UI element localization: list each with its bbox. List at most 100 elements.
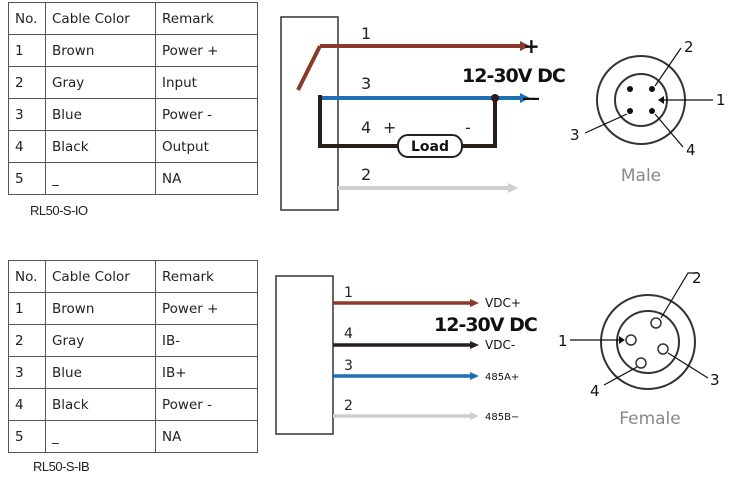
- arrow-head: [470, 372, 479, 380]
- supply-voltage-label: 12-30V DC: [462, 65, 565, 87]
- pin: [649, 86, 655, 92]
- table-row: 3 Blue IB+: [8, 356, 258, 389]
- wire-number: 4: [344, 326, 353, 342]
- header-cell: Cable Color: [45, 2, 156, 35]
- terminal-label: VDC+: [485, 296, 521, 310]
- table-header-row: No. Cable Color Remark: [8, 260, 258, 293]
- table-cell: 5: [8, 162, 46, 195]
- header-cell: No.: [8, 260, 46, 293]
- socket: [635, 357, 647, 369]
- pin-number: 2: [684, 38, 694, 56]
- table-cell: Power +: [155, 292, 258, 325]
- male-connector: 2 1 3 4 Male: [570, 38, 726, 186]
- table-cell: Black: [45, 130, 156, 163]
- pinout-table-ib: No. Cable Color Remark 1 Brown Power + 2…: [8, 260, 258, 453]
- connector-inner-ring: [616, 310, 680, 374]
- plus-sign: +: [523, 34, 540, 58]
- table-cell: _: [45, 162, 156, 195]
- load-label: Load: [411, 139, 449, 155]
- table-cell: NA: [155, 420, 258, 453]
- table-cell: Input: [155, 66, 258, 99]
- table-row: 3 Blue Power -: [8, 98, 258, 131]
- junction-dot: [491, 94, 499, 102]
- table-cell: Blue: [45, 98, 156, 131]
- table-row: 4 Black Output: [8, 130, 258, 163]
- socket: [625, 334, 637, 346]
- wire-number: 3: [361, 74, 371, 93]
- wire-number: 1: [344, 285, 353, 301]
- pin-number: 1: [558, 332, 568, 350]
- sensor-body: [275, 275, 334, 435]
- supply-voltage-label: 12-30V DC: [434, 314, 537, 336]
- switch-contact: [296, 45, 322, 91]
- pin-leader: [654, 47, 682, 87]
- wire-number: 4: [361, 118, 371, 137]
- table-caption: RL50-S-IB: [33, 459, 90, 474]
- socket: [657, 343, 669, 355]
- table-cell: Brown: [45, 34, 156, 67]
- table-row: 5 _ NA: [8, 420, 258, 453]
- load-box: [397, 134, 463, 158]
- arrow-head: [658, 96, 664, 104]
- pin-number: 4: [686, 141, 696, 159]
- table-cell: Power -: [155, 98, 258, 131]
- table-cell: Brown: [45, 292, 156, 325]
- arrow-head: [520, 93, 530, 103]
- table-cell: _: [45, 420, 156, 453]
- pin-number: 3: [710, 371, 720, 389]
- arrow-head: [470, 412, 479, 420]
- table-cell: 2: [8, 324, 46, 357]
- table-row: 4 Black Power -: [8, 388, 258, 421]
- table-row: 1 Brown Power +: [8, 292, 258, 325]
- arrow-head: [520, 41, 530, 51]
- table-cell: NA: [155, 162, 258, 195]
- wire-number: 2: [361, 165, 371, 184]
- arrow-head: [470, 341, 479, 349]
- arrow-head: [470, 299, 479, 307]
- minus-sign: —: [522, 88, 540, 109]
- table-cell: 5: [8, 420, 46, 453]
- table-cell: 4: [8, 388, 46, 421]
- table-cell: Power +: [155, 34, 258, 67]
- table-cell: Output: [155, 130, 258, 163]
- header-cell: Remark: [155, 260, 258, 293]
- pin-leader: [667, 352, 709, 379]
- table-cell: 4: [8, 130, 46, 163]
- pin-number: 2: [692, 269, 702, 287]
- table-row: 2 Gray Input: [8, 66, 258, 99]
- arrow-head: [508, 183, 518, 193]
- header-cell: No.: [8, 2, 46, 35]
- pin-number: 4: [590, 382, 600, 400]
- wire-number: 1: [361, 24, 371, 43]
- pin-number: 1: [716, 91, 726, 109]
- arrow-head: [619, 336, 625, 344]
- terminal-label: VDC-: [485, 338, 515, 352]
- wire-number: 3: [344, 358, 353, 374]
- table-row: 1 Brown Power +: [8, 34, 258, 67]
- table-cell: Gray: [45, 66, 156, 99]
- table-cell: 1: [8, 292, 46, 325]
- load-plus-sign: +: [383, 118, 396, 137]
- table-header-row: No. Cable Color Remark: [8, 2, 258, 35]
- terminal-label: 485B−: [485, 412, 519, 423]
- pin-leader: [654, 113, 684, 148]
- pin-leader: [660, 272, 698, 319]
- pin: [649, 108, 655, 114]
- wire-number: 2: [344, 398, 353, 414]
- connector-label: Male: [621, 166, 661, 186]
- terminal-label: 485A+: [485, 372, 519, 383]
- pin: [627, 86, 633, 92]
- pin-leader: [584, 113, 628, 134]
- table-caption: RL50-S-IO: [30, 203, 88, 218]
- pin: [627, 108, 633, 114]
- pin-number: 3: [570, 126, 580, 144]
- pin-leader: [603, 366, 638, 386]
- table-cell: Power -: [155, 388, 258, 421]
- load-minus-sign: -: [465, 118, 471, 137]
- socket: [650, 317, 662, 329]
- connector-label: Female: [619, 409, 680, 429]
- table-row: 5 _ NA: [8, 162, 258, 195]
- sensor-body: [280, 16, 339, 211]
- table-cell: 2: [8, 66, 46, 99]
